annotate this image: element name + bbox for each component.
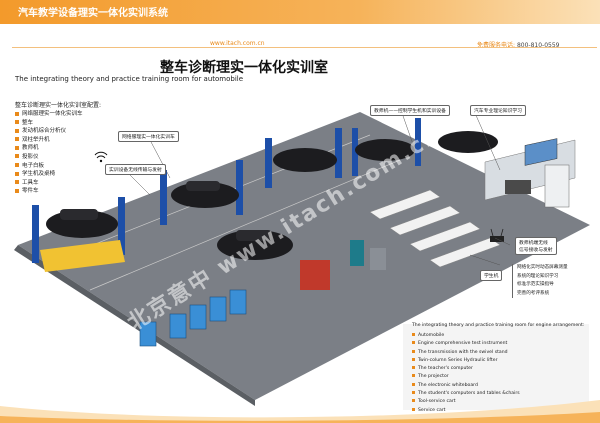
callout-network-car: 网络服理实一体化实训车 — [118, 131, 179, 142]
student-feature: 标准示范实操指导 — [512, 281, 568, 290]
student-feature: 系统的理论知识学习 — [512, 272, 568, 281]
floor — [18, 112, 590, 400]
legend-item: The teacher's computer — [412, 365, 520, 373]
config-item: 零件车 — [15, 187, 83, 196]
legend-item: The projector — [412, 373, 520, 381]
config-item: 投影仪 — [15, 153, 83, 162]
config-item: 发动机综合分析仪 — [15, 127, 83, 136]
teacher-computer — [505, 180, 531, 194]
header-title: 汽车教学设备理实一体化实训系统 — [18, 8, 168, 19]
projector-screen — [544, 164, 570, 208]
config-item: 网络服理实一体化实训车 — [15, 110, 83, 119]
callout-router: 教师机端无线 信号接收与发射 — [515, 237, 557, 255]
student-tables — [369, 189, 501, 268]
callout-students: 学生机 — [480, 270, 503, 281]
page-title-cn: 整车诊断理实一体化实训室 — [160, 60, 328, 76]
legend-item: Service cart — [412, 407, 520, 415]
lift-2 — [160, 160, 243, 225]
engine-test-instrument — [300, 260, 330, 290]
legend-title: The integrating theory and practice trai… — [412, 323, 585, 328]
config-item: 电子白板 — [15, 162, 83, 171]
config-item: 工具车 — [15, 179, 83, 188]
wifi-icon — [94, 151, 108, 163]
legend-item: The electronic whiteboard — [412, 382, 520, 390]
legend-item: Engine comprehensive test instrument — [412, 340, 520, 348]
legend-item: Tool-service cart — [412, 398, 520, 406]
legend-list: Automobile Engine comprehensive test ins… — [412, 332, 520, 415]
car-4 — [355, 139, 415, 161]
student-feature: 网络化实时动态屏幕测量 — [512, 264, 568, 273]
callout-expert-system: 汽车专业理论知识学习 — [470, 105, 526, 116]
student-feature: 完善的考评系统 — [512, 289, 568, 298]
config-item: 双柱举升机 — [15, 136, 83, 145]
config-item: 整车 — [15, 119, 83, 128]
footer-curve — [0, 400, 600, 423]
config-list: 网络服理实一体化实训车 整车 发动机综合分析仪 双柱举升机 教师机 投影仪 电子… — [15, 110, 83, 196]
car-3 — [273, 148, 337, 172]
lift-1 — [32, 197, 125, 272]
legend-item: Automobile — [412, 332, 520, 340]
legend-item: The student's computers and tables &chai… — [412, 390, 520, 398]
legend-panel — [403, 324, 589, 410]
car-6 — [217, 230, 293, 260]
hotline-label: 免费服务电话: — [477, 42, 516, 49]
hotline-number: 800-810-0559 — [516, 42, 560, 49]
hotline: 免费服务电话: 800-810-0559 — [477, 40, 559, 49]
config-item: 学生机及桌椅 — [15, 170, 83, 179]
callout-wireless: 实训设备无线传输与发射 — [105, 164, 166, 175]
tool-carts — [139, 289, 247, 347]
car-5 — [438, 131, 498, 153]
legend-item: Twin-column Series Hydraulic lifter — [412, 357, 520, 365]
config-item: 教师机 — [15, 144, 83, 153]
page-title-en: The integrating theory and practice trai… — [15, 75, 244, 83]
config-heading: 整车诊断理实一体化实训室配置: — [15, 102, 102, 109]
lift-3 — [265, 128, 342, 188]
header-divider — [12, 47, 597, 48]
legend-item: The transmission with the swivel stand — [412, 349, 520, 357]
callout-teacher: 教师机——控制学生机和实训设备 — [370, 105, 450, 116]
header-url[interactable]: www.itach.com.cn — [210, 40, 265, 47]
lift-4 — [352, 118, 421, 176]
header-bar: 汽车教学设备理实一体化实训系统 — [0, 0, 600, 24]
student-features: 网络化实时动态屏幕测量 系统的理论知识学习 标准示范实操指导 完善的考评系统 — [512, 264, 568, 298]
